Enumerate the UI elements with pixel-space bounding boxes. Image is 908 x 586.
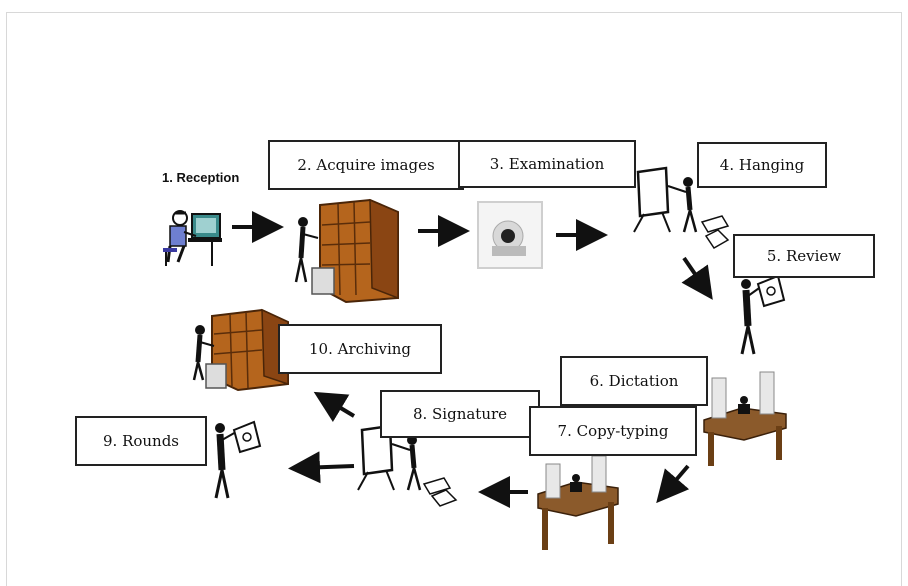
arrow-icon: [232, 211, 713, 508]
step-dictation-box: 6. Dictation: [560, 356, 708, 406]
step-rounds-box: 9. Rounds: [75, 416, 207, 466]
person-holding-film-icon: [214, 420, 262, 499]
step-copy-typing-box: 7. Copy-typing: [529, 406, 697, 456]
scanner-icon: [477, 201, 543, 269]
step-reception-label: 1. Reception: [162, 170, 240, 185]
person-at-computer-icon: [163, 210, 222, 266]
step-signature-box: 8. Signature: [380, 390, 540, 438]
desk-with-papers-icon: [703, 371, 787, 466]
person-at-lightbox-icon: [633, 166, 730, 249]
step-examination-box: 3. Examination: [458, 140, 636, 188]
diagram-frame: [6, 12, 902, 586]
person-at-lightbox-icon: [357, 424, 458, 507]
desk-with-papers-icon: [537, 455, 619, 550]
person-at-shelf-icon: [294, 198, 399, 304]
archive-shelf-icon: [192, 308, 289, 392]
step-archiving-box: 10. Archiving: [278, 324, 442, 374]
step-review-box: 5. Review: [733, 234, 875, 278]
person-holding-film-icon: [740, 274, 786, 355]
step-hanging-box: 4. Hanging: [697, 142, 827, 188]
step-acquire-box: 2. Acquire images: [268, 140, 464, 190]
